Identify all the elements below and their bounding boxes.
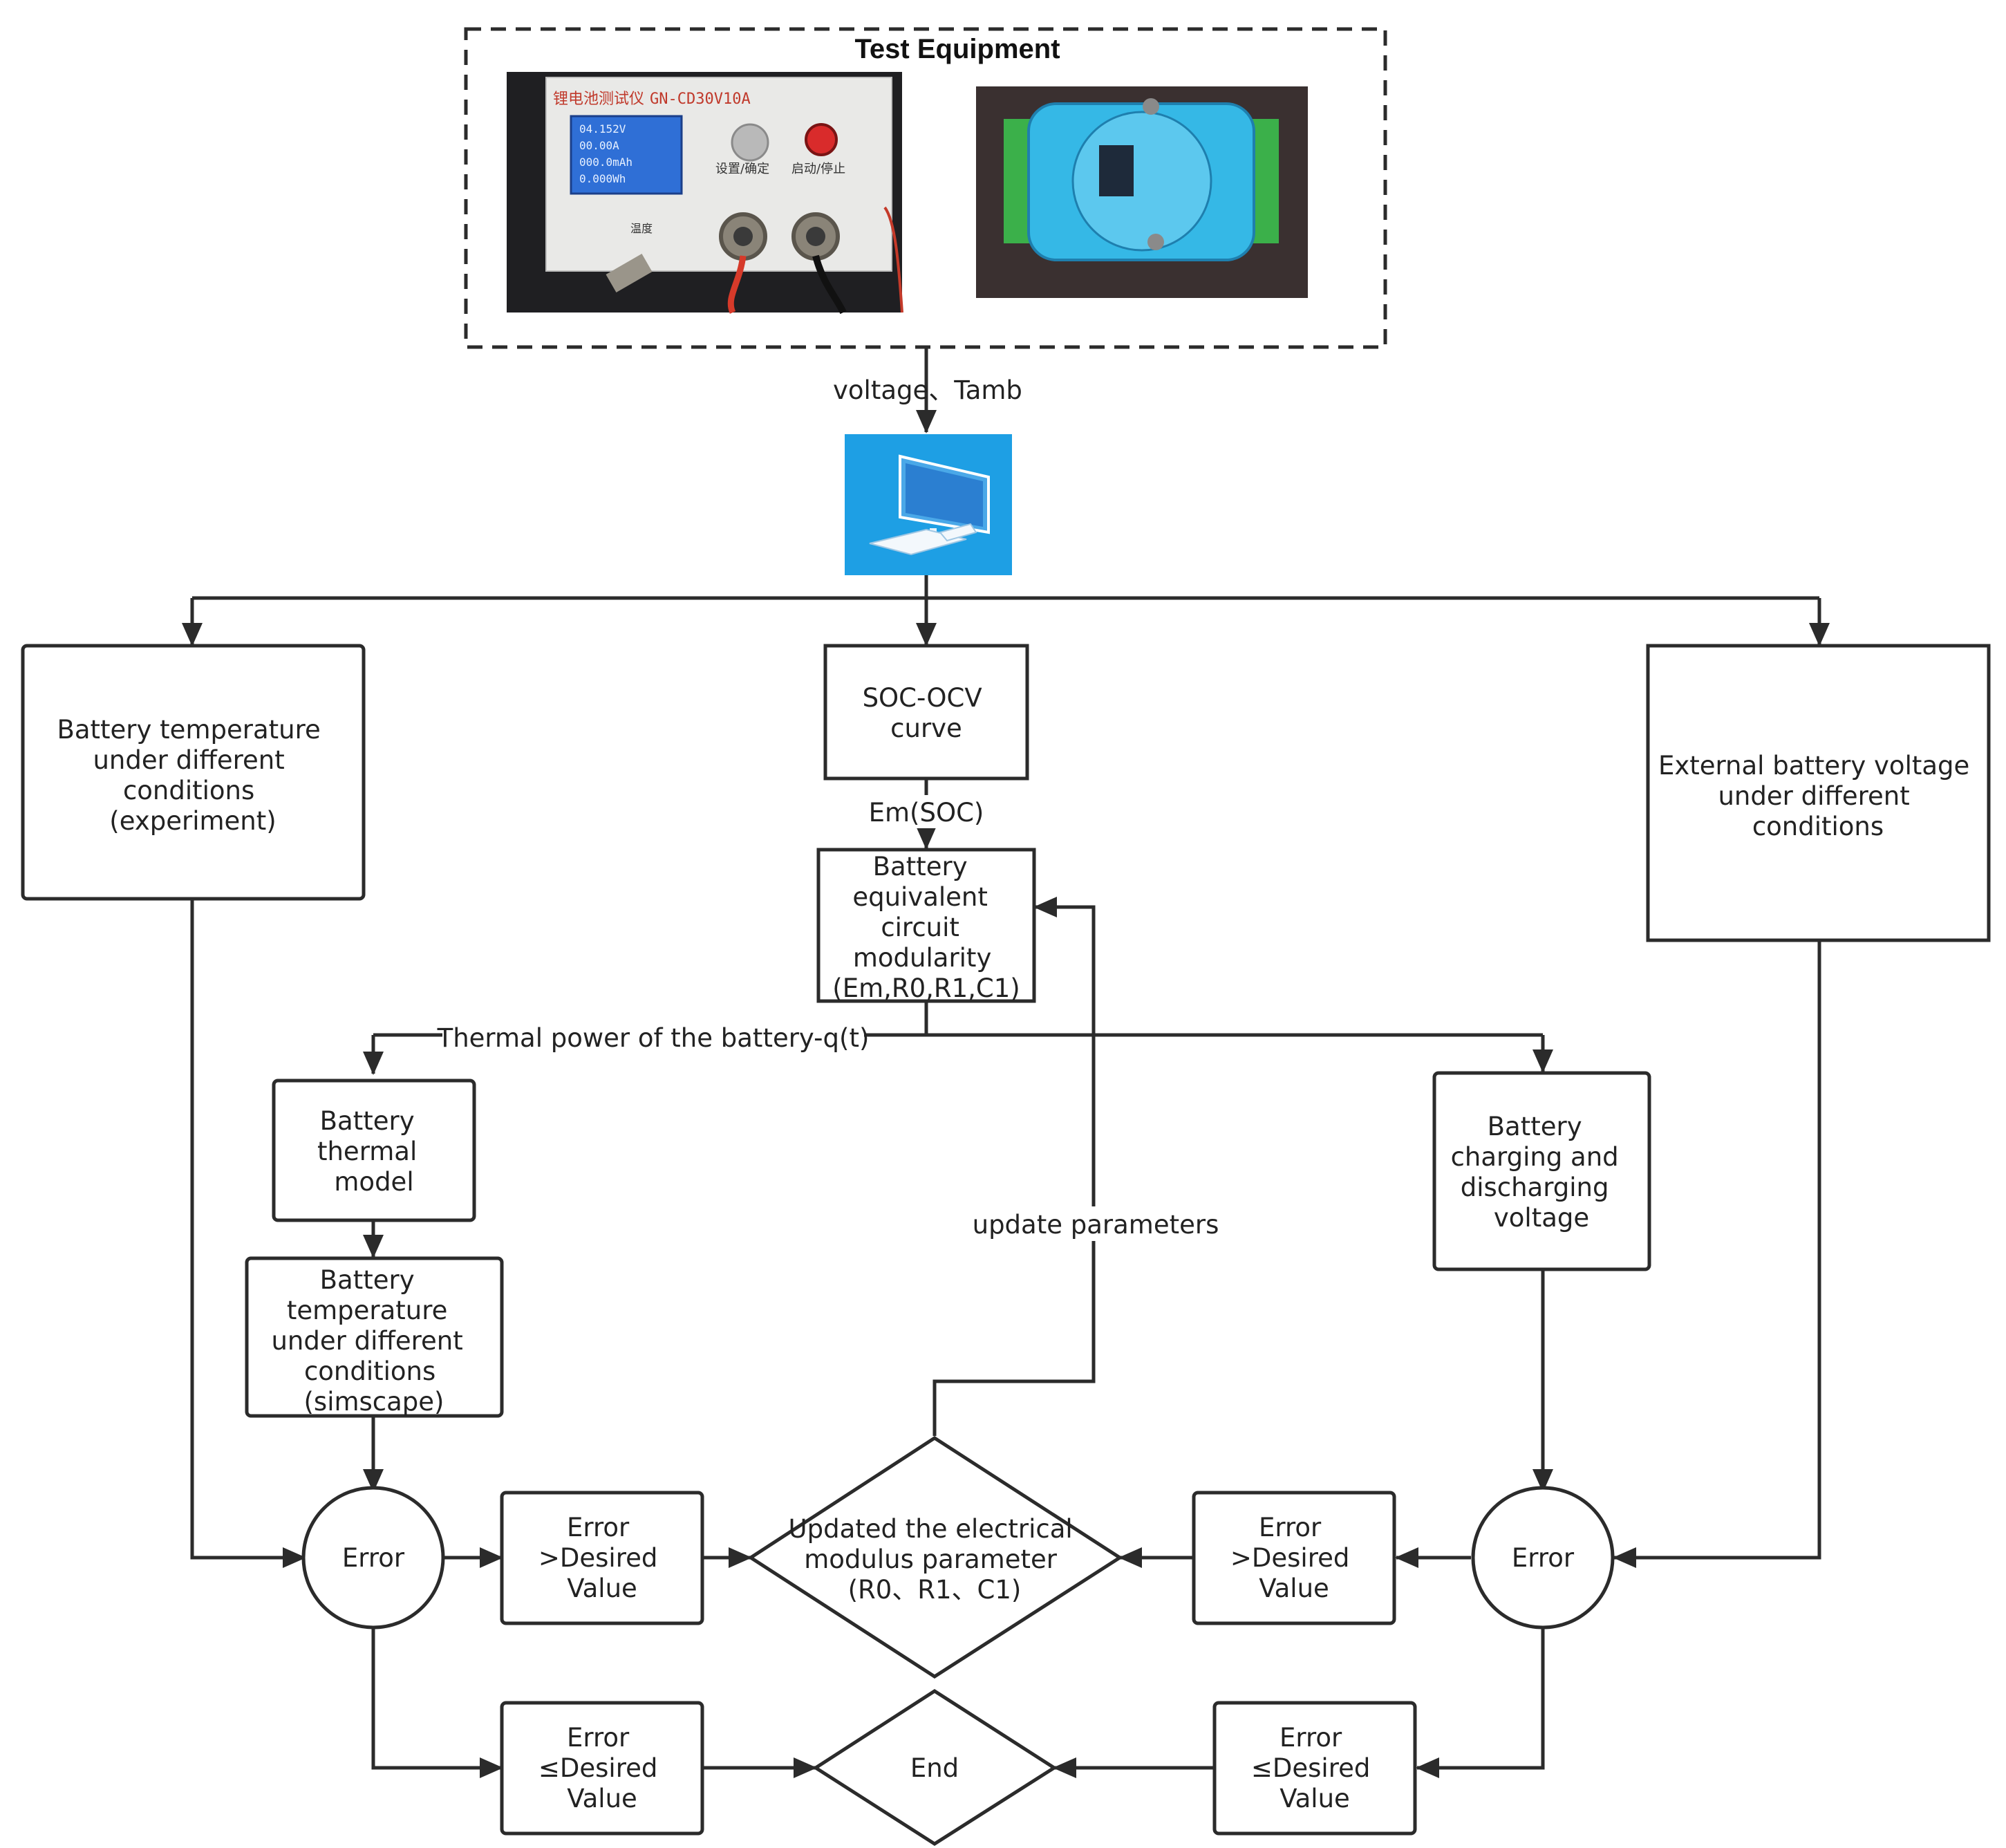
test-equipment-title: Test Equipment [854,34,1060,64]
error-le-left-text: Error ≤Desired Value [538,1723,666,1813]
tester-button2-label: 启动/停止 [791,162,845,176]
error-left-text: Error [342,1543,405,1573]
em-soc-label: Em(SOC) [869,798,984,828]
voltage-tamb-label: voltage、Tamb [833,375,1022,405]
tester-screen-line-3: 000.0mAh [579,156,632,169]
thermal-model-text: Battery thermal model [317,1106,425,1197]
ext-voltage-box [1646,644,1991,942]
acquisition-module-photo [976,86,1308,298]
end-text: End [910,1753,959,1783]
error-gt-left-text: Error >Desired Value [538,1513,666,1603]
error-right-text: Error [1512,1543,1575,1573]
ecm-box [816,848,1036,1003]
battery-tester-photo: 锂电池测试仪 GN-CD30V10A 04.152V 00.00A 000.0m… [507,72,903,315]
charge-voltage-box [1432,1071,1651,1271]
error-gt-right-text: Error >Desired Value [1230,1513,1358,1603]
computer-icon [845,434,1012,575]
right-terminal-block [1251,119,1279,243]
sim-temp-text: Battery temperature under different cond… [271,1265,471,1417]
sim-temp-box [245,1256,504,1418]
error-left-circle [301,1486,445,1630]
error-right-circle [1471,1486,1615,1630]
thermal-model-box [272,1079,476,1222]
ext-voltage-text: External battery voltage under different… [1658,751,1978,841]
tester-screen-line-1: 04.152V [579,122,626,136]
update-parameter-text: Updated the electrical modulus parameter… [789,1514,1081,1605]
tester-screen-line-4: 0.000Wh [579,172,626,185]
tester-screen-line-2: 00.00A [579,139,619,152]
end-diamond [812,1689,1058,1846]
soc-ocv-text: SOC-OCV curve [863,683,991,743]
exp-temp-box [21,644,366,901]
thermal-power-label: Thermal power of the battery-q(t) [437,1023,870,1053]
tester-port-label: 温度 [630,222,653,235]
tester-brand-text: 锂电池测试仪 [553,91,644,108]
error-le-right-box [1212,1701,1417,1836]
update-parameters-label: update parameters [973,1210,1219,1240]
ecm-text: Battery equivalent circuit modularity (E… [832,852,1020,1003]
soc-ocv-box [823,644,1029,781]
error-gt-right-box [1192,1491,1396,1625]
tester-button1-label: 设置/确定 [715,162,769,176]
tester-screen [570,115,683,195]
tester-knob [731,123,769,162]
tester-model-text: GN-CD30V10A [650,91,751,108]
charge-voltage-text: Battery charging and discharging voltage [1451,1112,1627,1233]
left-terminal-block [1004,119,1031,243]
exp-temp-text: Battery temperature under different cond… [57,715,328,836]
tester-red-button [805,123,838,156]
error-gt-left-box [500,1491,704,1625]
error-le-left-box [500,1701,704,1836]
tester-probe-connector [606,254,653,292]
update-parameter-diamond [747,1436,1123,1679]
error-le-right-text: Error ≤Desired Value [1251,1723,1378,1813]
